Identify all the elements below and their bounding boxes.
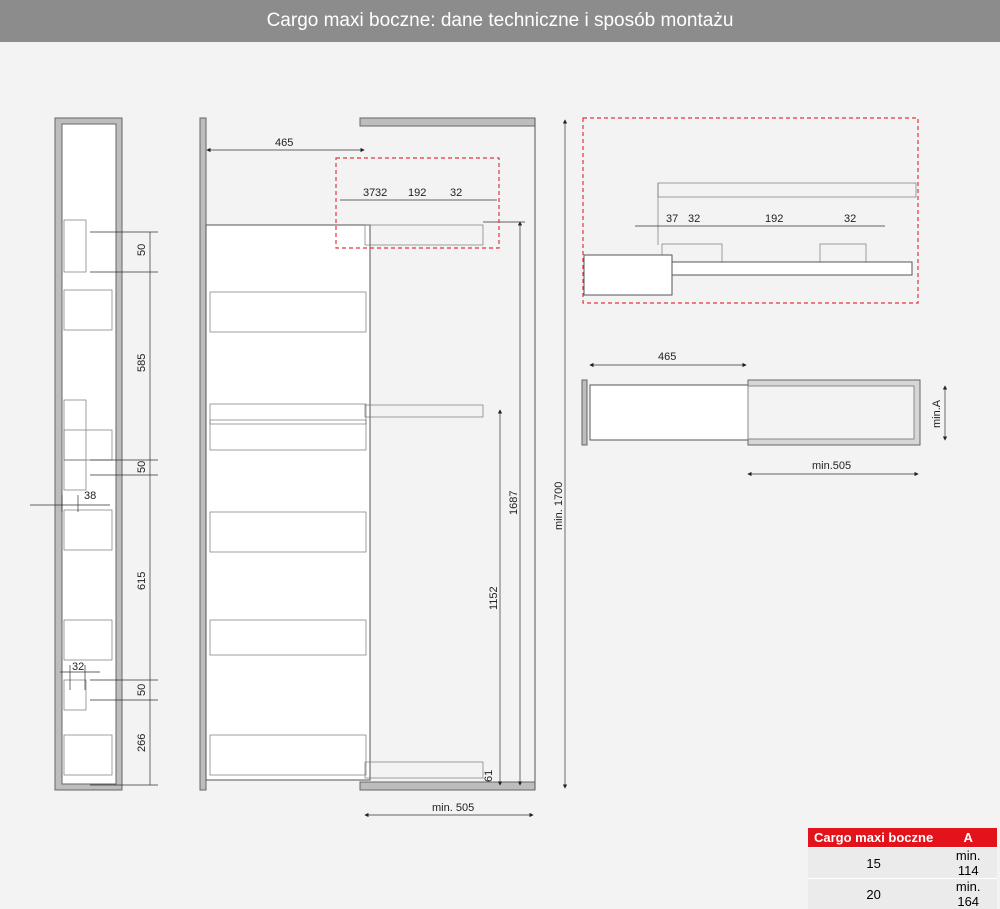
dim-32-a: 32 (375, 187, 387, 199)
spec-cell: 15 (808, 848, 939, 879)
dim-min-1700: min. 1700 (553, 482, 565, 530)
spec-header-a: A (939, 828, 997, 848)
spec-cell: 20 (808, 879, 939, 909)
dim-32-b: 32 (450, 187, 462, 199)
top-dim-min-a: min.A (931, 399, 943, 428)
dim-min-505: min. 505 (432, 802, 474, 814)
dim-61: 61 (483, 770, 495, 782)
spec-cell: min. 164 (939, 879, 997, 909)
dim-50-a: 50 (136, 244, 148, 256)
detail-dim-192: 192 (765, 213, 783, 225)
dim-37: 37 (363, 187, 375, 199)
spec-header-model: Cargo maxi boczne (808, 828, 939, 848)
dim-192: 192 (408, 187, 426, 199)
dim-1152: 1152 (488, 586, 500, 610)
dim-38: 38 (84, 490, 96, 502)
dim-266: 266 (136, 734, 148, 752)
top-dim-465: 465 (658, 351, 676, 363)
dim-1687: 1687 (508, 491, 520, 515)
top-dim-min-505: min.505 (812, 460, 851, 472)
dim-50-b: 50 (136, 461, 148, 473)
detail-dim-32-b: 32 (844, 213, 856, 225)
front-view: 465 37 32 192 32 1687 1152 min. 1700 61 … (200, 118, 565, 815)
table-row: 15 min. 114 (808, 848, 997, 879)
detail-view: 37 32 192 32 (583, 118, 918, 303)
dim-32: 32 (72, 661, 84, 673)
spec-table: Cargo maxi boczne A 15 min. 114 20 min. … (808, 828, 997, 909)
dim-615: 615 (136, 572, 148, 590)
side-view: 50 585 50 615 50 266 38 32 (30, 118, 158, 790)
dim-585: 585 (136, 354, 148, 372)
dim-465: 465 (275, 137, 293, 149)
spec-cell: min. 114 (939, 848, 997, 879)
detail-dim-32-a: 32 (688, 213, 700, 225)
top-view: 465 min.505 min.A (582, 351, 945, 474)
detail-dim-37: 37 (666, 213, 678, 225)
table-row: 20 min. 164 (808, 879, 997, 909)
dim-50-c: 50 (136, 684, 148, 696)
